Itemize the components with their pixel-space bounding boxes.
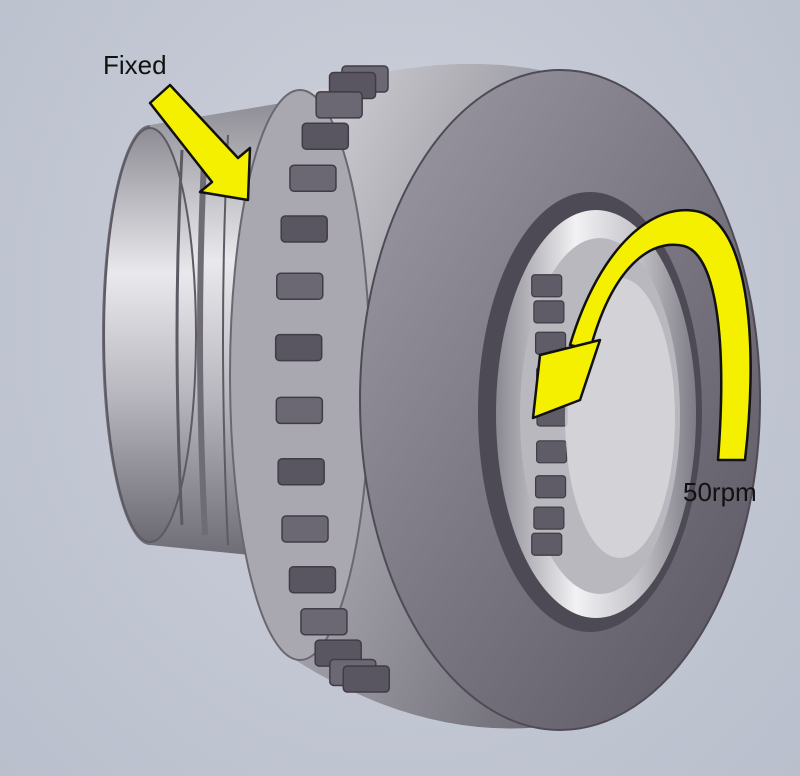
toothed-ring (274, 65, 391, 693)
bore-tooth (531, 274, 563, 298)
ring-tooth (315, 91, 363, 119)
bore-tooth (533, 506, 565, 530)
ring-tooth (275, 396, 324, 425)
ring-tooth (288, 565, 337, 594)
ring-teeth (274, 65, 391, 693)
fixed-label: Fixed (103, 50, 167, 80)
bore-tooth (536, 440, 568, 464)
ring-tooth (276, 272, 324, 301)
ring-tooth (280, 215, 328, 243)
bore-teeth (531, 274, 568, 556)
rotation-arrow-icon (531, 208, 752, 462)
bore-tooth (531, 532, 563, 556)
fixed-arrow-icon (148, 83, 252, 202)
ring-tooth (289, 164, 337, 193)
ring-tooth (300, 607, 348, 636)
bore-tooth (533, 300, 565, 324)
ring-tooth (301, 122, 350, 151)
bore-tooth (534, 475, 567, 499)
ring-tooth (342, 665, 391, 693)
speed-label: 50rpm (683, 477, 757, 507)
ring-tooth (277, 457, 325, 486)
ring-tooth (274, 333, 323, 362)
ring-tooth (281, 515, 329, 543)
